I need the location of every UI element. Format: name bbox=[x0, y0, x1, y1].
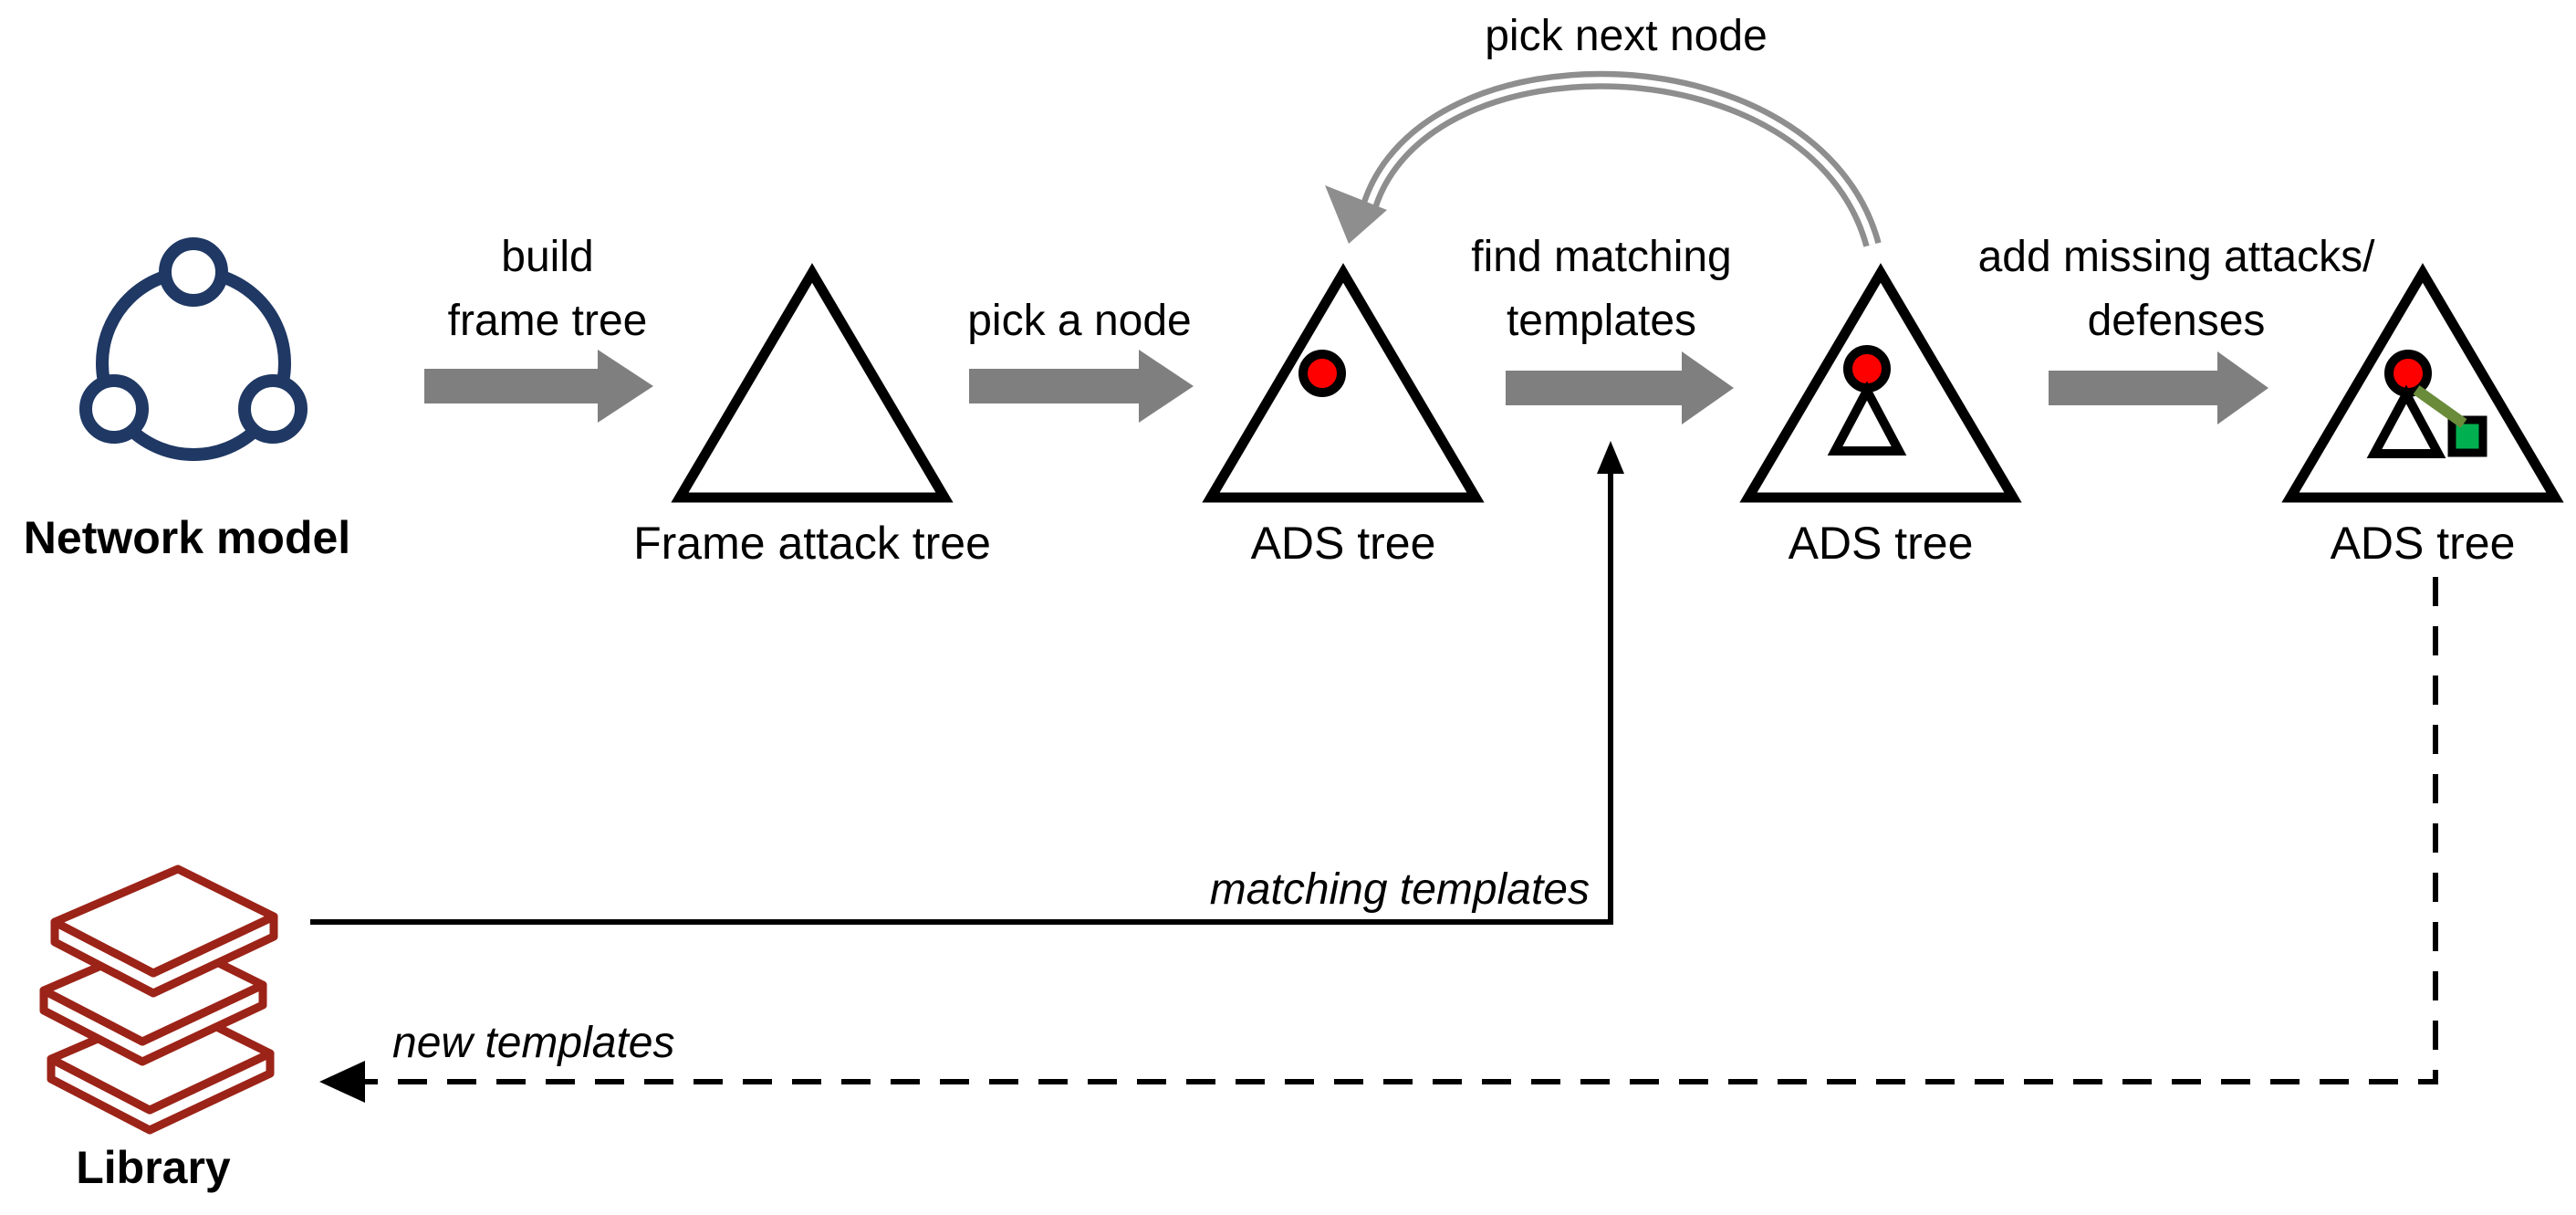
ads-tree-2-subtree-shape bbox=[1827, 381, 1907, 456]
add-missing-arrow bbox=[2049, 351, 2268, 424]
library-books-icon bbox=[39, 864, 278, 1135]
find-matching-templates-label-line2: templates bbox=[1507, 297, 1696, 345]
build-frame-tree-label-line2: frame tree bbox=[448, 297, 648, 345]
pick-a-node-label: pick a node bbox=[967, 297, 1192, 345]
find-matching-templates-label-line1: find matching bbox=[1471, 233, 1732, 281]
ads-tree-2-shape bbox=[1739, 263, 2022, 503]
build-frame-tree-arrow bbox=[424, 350, 653, 423]
pick-next-node-loop-arc bbox=[1360, 70, 1882, 247]
new-templates-arrowhead bbox=[319, 1061, 365, 1103]
frame-attack-tree-shape bbox=[671, 263, 954, 503]
ads-tree-3-subtree-shape bbox=[2366, 384, 2446, 458]
pick-next-node-label: pick next node bbox=[1485, 12, 1768, 60]
find-matching-templates-arrow bbox=[1506, 351, 1734, 424]
build-frame-tree-label-line1: build bbox=[501, 233, 593, 281]
ads-tree-3-shape bbox=[2281, 263, 2564, 503]
network-node-top bbox=[159, 237, 228, 307]
network-node-left bbox=[79, 374, 149, 444]
matching-templates-label: matching templates bbox=[1210, 865, 1590, 914]
library-label: Library bbox=[76, 1142, 231, 1193]
ads-tree-2-label: ADS tree bbox=[1789, 518, 1974, 569]
add-missing-label-line1: add missing attacks/ bbox=[1978, 233, 2376, 281]
pick-next-node-loop-arc-gap bbox=[1365, 77, 1876, 246]
ads-tree-1-shape bbox=[1202, 263, 1485, 503]
book-top-top bbox=[50, 864, 278, 978]
ads-tree-3-defense-edge bbox=[2413, 385, 2467, 428]
pick-a-node-arrow bbox=[969, 350, 1194, 423]
add-missing-label-line2: defenses bbox=[2088, 297, 2266, 345]
matching-templates-line bbox=[310, 472, 1613, 925]
pick-next-node-arrowhead bbox=[1325, 185, 1387, 244]
ads-tree-3-label: ADS tree bbox=[2331, 518, 2516, 569]
network-icon bbox=[79, 237, 308, 461]
new-templates-line bbox=[363, 577, 2438, 1084]
network-model-label: Network model bbox=[24, 512, 350, 563]
ads-tree-1-picked-node-marker bbox=[1298, 350, 1346, 397]
network-node-right bbox=[238, 374, 308, 444]
ads-tree-1-label: ADS tree bbox=[1251, 518, 1436, 569]
ads-tree-3-defense-node-square bbox=[2447, 415, 2487, 457]
new-templates-label: new templates bbox=[392, 1019, 675, 1067]
matching-templates-arrowhead bbox=[1597, 441, 1624, 474]
frame-attack-tree-label: Frame attack tree bbox=[633, 518, 991, 569]
